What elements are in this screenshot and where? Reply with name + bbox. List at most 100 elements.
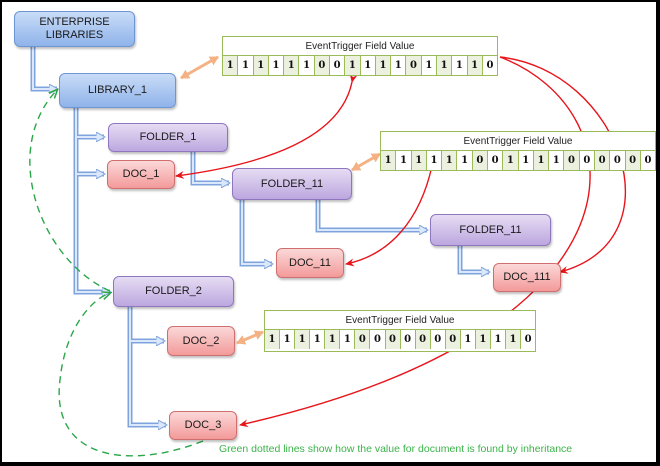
bit-cell: 1 [280,330,296,349]
field-table-title: EventTrigger Field Value [381,132,655,151]
bit-cell: 1 [549,151,565,170]
bit-cell: 1 [503,151,519,170]
value-link-doc1 [175,73,358,179]
node-label: LIBRARY_1 [87,84,148,96]
bit-cell: 0 [524,334,532,345]
bit-cell: 1 [533,151,550,170]
bit-cell: 0 [594,151,611,170]
bit-cell: 0 [445,330,461,349]
node-doc-11[interactable]: DOC_11 [276,248,344,278]
bit-cell: 1 [269,56,285,75]
bit-cell: 1 [391,56,407,75]
bit-cell: 1 [491,330,506,349]
edge-library1-folder1 [73,108,104,137]
bit-cell: 1 [452,56,468,75]
legend-note: Green dotted lines show how the value fo… [219,443,573,455]
node-label: DOC_2 [182,334,220,347]
bit-cell: 1 [427,151,443,170]
edge-folder11-doc11 [239,200,272,264]
bit-cell: 1 [310,330,326,349]
bit-cell: 1 [223,56,239,75]
bit-cell: 1 [422,56,437,75]
bit-cell: 0 [644,155,652,166]
bit-cell: 0 [472,151,488,170]
field-table-title: EventTrigger Field Value [265,311,535,330]
bit-cell: 1 [467,56,483,75]
node-label: LIBRARIES [45,29,104,41]
node-doc-2[interactable]: DOC_2 [167,326,235,356]
node-folder-11[interactable]: FOLDER_11 [232,168,352,200]
node-label: DOC_11 [289,256,331,269]
bit-cell: 0 [355,330,371,349]
bit-cell: 1 [475,330,491,349]
node-label: FOLDER_11 [260,177,324,190]
node-label: DOC_111 [503,271,551,283]
bit-cell: 1 [295,330,311,349]
bit-cell: 0 [488,151,504,170]
edge-folder11-folder11b [315,200,427,230]
edge-folder2-doc2 [127,307,164,341]
bit-cell: 0 [415,330,431,349]
value-link-doc11 [345,157,438,267]
attach-folder11-table [351,152,381,172]
bit-cell: 1 [436,56,453,75]
bit-cell: 1 [265,330,281,349]
bit-cell: 1 [381,151,397,170]
bit-cell: 1 [361,56,376,75]
bit-cell: 1 [375,56,392,75]
inheritance-doc3-folder2 [58,293,204,457]
bit-cell: 0 [486,60,494,71]
bit-cell: 1 [238,56,254,75]
node-folder-2[interactable]: FOLDER_2 [113,276,234,307]
node-label: FOLDER_1 [139,131,197,143]
bit-cell: 0 [580,151,595,170]
bit-cell: 0 [610,151,626,170]
node-library-1[interactable]: LIBRARY_1 [59,73,176,108]
edge-library1-folder2 [73,174,110,292]
node-folder-1[interactable]: FOLDER_1 [108,123,228,152]
edge-enterprise-library1 [30,47,57,89]
bit-cell: 0 [330,56,346,75]
field-table-title: EventTrigger Field Value [223,37,497,56]
edge-folder11b-doc111 [457,246,489,272]
bit-cell: 1 [519,151,534,170]
bit-cell: 0 [314,56,330,75]
node-doc-3[interactable]: DOC_3 [169,411,237,440]
node-doc-1[interactable]: DOC_1 [107,160,175,189]
node-label: ENTERPRISE [39,16,110,28]
bit-cell: 1 [340,330,356,349]
bit-cell: 1 [442,151,458,170]
bit-cell: 1 [411,151,427,170]
bit-cell: 1 [325,330,341,349]
bit-cell: 0 [564,151,580,170]
bit-cell: 0 [625,151,641,170]
value-link-doc3 [239,56,591,428]
node-folder-11-child[interactable]: FOLDER_11 [430,214,551,246]
node-label: FOLDER_2 [145,285,202,297]
edge-library1-doc1 [73,137,104,174]
node-label: DOC_1 [122,168,160,180]
bit-cell: 1 [506,330,522,349]
node-doc-111[interactable]: DOC_111 [493,263,561,292]
attach-library1-table [180,55,219,80]
node-enterprise-libraries[interactable]: ENTERPRISE LIBRARIES [14,11,135,47]
bit-cell: 0 [431,330,446,349]
bit-cell: 0 [370,330,386,349]
node-label: FOLDER_11 [459,223,522,236]
hierarchy-connectors-inner [32,47,484,426]
bit-cell: 1 [253,56,269,75]
bit-cell: 1 [299,56,315,75]
bit-cell: 0 [401,330,416,349]
bit-cell: 1 [345,56,361,75]
bit-cell: 1 [461,330,476,349]
bit-cell: 0 [406,56,422,75]
attach-doc2-table [236,330,264,345]
